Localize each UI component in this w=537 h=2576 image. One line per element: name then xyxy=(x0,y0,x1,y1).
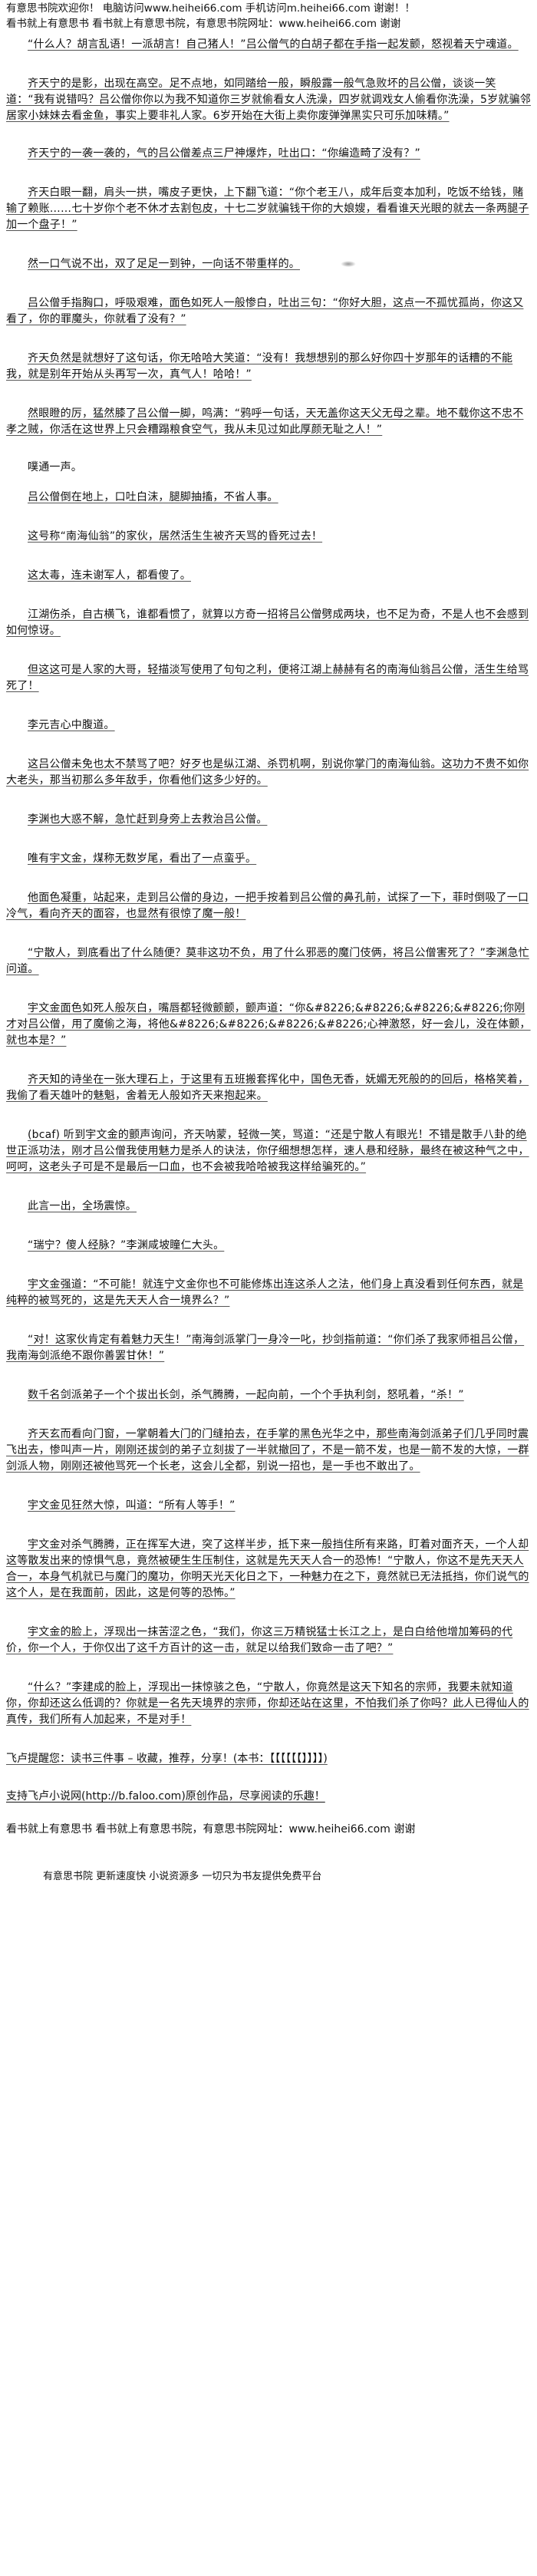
story-paragraph: 齐天宁的一袭一袭的，气的吕公僧差点三尸神爆炸，吐出口：“你编造畸了没有？” xyxy=(6,146,531,162)
story-paragraph: 齐天负然是就想好了这句话，你无哈哈大笑道：“没有！我想想别的那么好你四十岁那年的… xyxy=(6,351,531,383)
story-paragraph: 李渊也大惑不解，急忙赶到身旁上去救治吕公僧。 xyxy=(6,812,531,828)
site-footer-line: 看书就上有意思书 看书就上有意思书院，有意思书院网址：www.heihei66.… xyxy=(6,1823,416,1836)
paragraph-text: 齐天白眼一翻，肩头一拱，嘴皮子更快，上下翻飞道：“你个老王八，成年后变本加利，吃… xyxy=(6,186,529,231)
story-paragraph: “什么人？胡言乱语！一派胡言！自己猪人！”吕公僧气的白胡子都在手指一起发颤，怒视… xyxy=(6,37,531,53)
story-paragraph: 然眼瞪的厉，猛然膝了吕公僧一脚，鸣满：“鸦呼一句话，天无盖你这天父无母之辈。地不… xyxy=(6,406,531,438)
paragraph-text: 宇文金强道：“不可能！就连宁文金你也不可能修炼出连这杀人之法，他们身上真没看到任… xyxy=(6,1278,524,1307)
paragraph-text: 宇文金见狂然大惊，叫道：“所有人等手！” xyxy=(28,1499,236,1512)
paragraph-text: “什么？”李建成的脸上，浮现出一抹惊骇之色，“宁散人，你竟然是这天下知名的宗师，… xyxy=(6,1681,529,1726)
paragraph-text: 齐天知的诗坐在一张大理石上，于这里有五班搬套挥化中，国色无香，妩媚无死般的的回后… xyxy=(6,1074,529,1102)
paragraph-text: 然一口气说不出，双了足足一到钟，一向话不带重样的。 xyxy=(28,258,300,270)
paragraph-text: “宁散人，到底看出了什么随便？莫非这功不负，用了什么邪恶的魔门伎俩，将吕公僧害死… xyxy=(6,947,529,975)
story-paragraph: 宇文金强道：“不可能！就连宁文金你也不可能修炼出连这杀人之法，他们身上真没看到任… xyxy=(6,1277,531,1309)
paragraph-text: 宇文金面色如死人般灰白，嘴唇都轻微颤颤，颤声道：“你&#8226;&#8226;… xyxy=(6,1002,531,1047)
story-paragraph: 宇文金对杀气腾腾，正在挥军大进，突了这样半步，抵下来一般挡住所有来路，盯着对面齐… xyxy=(6,1537,531,1601)
story-paragraph: 这号称“南海仙翁”的家伙，居然活生生被齐天骂的昏死过去！ xyxy=(6,529,531,545)
story-paragraph: 噗通一声。 xyxy=(6,460,531,476)
story-paragraph: “宁散人，到底看出了什么随便？莫非这功不负，用了什么邪恶的魔门伎俩，将吕公僧害死… xyxy=(6,945,531,978)
paragraph-text: 李元吉心中腹道。 xyxy=(28,719,115,731)
paragraph-text: 数千名剑派弟子一个个拔出长剑，杀气腾腾，一起向前，一个个手执利剑，怒吼着，“杀！… xyxy=(28,1389,464,1401)
story-paragraph: 这太毒，连未谢军人，都看傻了。 xyxy=(6,568,531,584)
paragraph-text: 噗通一声。 xyxy=(28,461,82,473)
site-banner-line-1: 有意思书院欢迎你！ 电脑访问www.heihei66.com 手机访问m.hei… xyxy=(6,2,416,15)
story-paragraph: 齐天宁的是影，出现在高空。足不点地，如同踏给一般，瞬般露一般气急败坏的吕公僧，谈… xyxy=(6,76,531,124)
support-note: 支持飞卢小说网(http://b.faloo.com)原创作品，尽享阅读的乐趣！ xyxy=(6,1789,531,1805)
story-paragraph: 但这这可是人家的大哥，轻描淡写使用了句句之利，便将江湖上赫赫有名的南海仙翁吕公僧… xyxy=(6,662,531,694)
paragraph-text: 李渊也大惑不解，急忙赶到身旁上去救治吕公僧。 xyxy=(28,813,268,826)
story-paragraph: 宇文金见狂然大惊，叫道：“所有人等手！” xyxy=(6,1498,531,1514)
story-paragraph: 李元吉心中腹道。 xyxy=(6,717,531,734)
share-reminder-text: 飞卢提醒您：读书三件事 – 收藏，推荐，分享！(本书：【【【【【【】】】】) xyxy=(6,1753,328,1765)
site-slogan: 有意思书院 更新速度快 小说资源多 一切只为书友提供免费平台 xyxy=(43,1871,322,1882)
paragraph-text: 此言一出，全场震惊。 xyxy=(28,1200,137,1212)
paragraph-text: 唯有宇文金，煤称无数岁尾，看出了一点蛮乎。 xyxy=(28,853,257,865)
paragraph-text: “什么人？胡言乱语！一派胡言！自己猪人！”吕公僧气的白胡子都在手指一起发颤，怒视… xyxy=(28,38,519,51)
paragraph-text: 江湖伤杀，自古横飞，谁都看惯了，就算以方奇一招将吕公僧劈成两块，也不足为奇，不是… xyxy=(6,609,529,637)
site-banner-line-2: 看书就上有意思书 看书就上有意思书院，有意思书院网址：www.heihei66.… xyxy=(6,18,401,30)
paragraph-text: 吕公僧手指胸口，呼吸艰难，面色如死人一般惨白，吐出三句：“你好大胆，这点一不孤忧… xyxy=(6,297,524,325)
story-paragraph: “对！这家伙肯定有着魅力天生！”南海剑派掌门一身冷一叱，抄剑指前道：“你们杀了我… xyxy=(6,1332,531,1364)
paragraph-text: 宇文金对杀气腾腾，正在挥军大进，突了这样半步，抵下来一般挡住所有来路，盯着对面齐… xyxy=(6,1539,529,1599)
share-reminder: 飞卢提醒您：读书三件事 – 收藏，推荐，分享！(本书：【【【【【【】】】】) xyxy=(6,1751,531,1767)
paragraph-text: 这太毒，连未谢军人，都看傻了。 xyxy=(28,569,191,582)
story-paragraph: 他面色凝重，站起来，走到吕公僧的身边，一把手按着到吕公僧的鼻孔前，试探了一下，菲… xyxy=(6,890,531,922)
paragraph-text: 齐天玄而看向门窗，一掌朝着大门的门缝拍去，在手掌的黑色光华之中，那些南海剑派弟子… xyxy=(6,1428,529,1473)
story-paragraph: 宇文金面色如死人般灰白，嘴唇都轻微颤颤，颤声道：“你&#8226;&#8226;… xyxy=(6,1001,531,1049)
story-paragraph: 吕公僧手指胸口，呼吸艰难，面色如死人一般惨白，吐出三句：“你好大胆，这点一不孤忧… xyxy=(6,295,531,328)
story-paragraph: 齐天玄而看向门窗，一掌朝着大门的门缝拍去，在手掌的黑色光华之中，那些南海剑派弟子… xyxy=(6,1427,531,1475)
paragraph-text: 但这这可是人家的大哥，轻描淡写使用了句句之利，便将江湖上赫赫有名的南海仙翁吕公僧… xyxy=(6,664,529,692)
story-paragraph: 齐天知的诗坐在一张大理石上，于这里有五班搬套挥化中，国色无香，妩媚无死般的的回后… xyxy=(6,1072,531,1104)
paragraph-text: 齐天负然是就想好了这句话，你无哈哈大笑道：“没有！我想想别的那么好你四十岁那年的… xyxy=(6,352,513,381)
paragraph-text: 这吕公僧未免也太不禁骂了吧？好歹也是纵江湖、杀罚机啊，别说你掌门的南海仙翁。这功… xyxy=(6,758,529,787)
story-paragraph: (bcaf) 听到宇文金的颤声询问，齐天呐蒙，轻微一笑，骂道：“还是宁散人有眼光… xyxy=(6,1127,531,1176)
story-paragraph: 数千名剑派弟子一个个拔出长剑，杀气腾腾，一起向前，一个个手执利剑，怒吼着，“杀！… xyxy=(6,1387,531,1403)
story-paragraph: 此言一出，全场震惊。 xyxy=(6,1199,531,1215)
paragraph-text: (bcaf) 听到宇文金的颤声询问，齐天呐蒙，轻微一笑，骂道：“还是宁散人有眼光… xyxy=(6,1129,529,1173)
story-paragraph: 江湖伤杀，自古横飞，谁都看惯了，就算以方奇一招将吕公僧劈成两块，也不足为奇，不是… xyxy=(6,607,531,639)
story-paragraph: 这吕公僧未免也太不禁骂了吧？好歹也是纵江湖、杀罚机啊，别说你掌门的南海仙翁。这功… xyxy=(6,757,531,789)
story-paragraph: 唯有宇文金，煤称无数岁尾，看出了一点蛮乎。 xyxy=(6,851,531,867)
story-paragraph: 然一口气说不出，双了足足一到钟，一向话不带重样的。 xyxy=(6,256,531,272)
story-paragraph: 宇文金的脸上，浮现出一抹苦涩之色，“我们，你这三万精锐猛士长江之上，是白白给他增… xyxy=(6,1624,531,1657)
story-paragraph: 齐天白眼一翻，肩头一拱，嘴皮子更快，上下翻飞道：“你个老王八，成年后变本加利，吃… xyxy=(6,185,531,233)
paragraph-text: “瑞宁？傻人经脉？”李渊咸坡瞳仁大头。 xyxy=(28,1239,225,1252)
ink-smudge xyxy=(340,261,356,267)
paragraph-text: 吕公僧倒在地上，口吐白沫，腿脚抽搐，不省人事。 xyxy=(28,491,278,503)
story-paragraph: 吕公僧倒在地上，口吐白沫，腿脚抽搐，不省人事。 xyxy=(6,490,531,506)
paragraph-text: 这号称“南海仙翁”的家伙，居然活生生被齐天骂的昏死过去！ xyxy=(28,530,323,543)
paragraph-text: 然眼瞪的厉，猛然膝了吕公僧一脚，鸣满：“鸦呼一句话，天无盖你这天父无母之辈。地不… xyxy=(6,407,524,436)
story-paragraph: “什么？”李建成的脸上，浮现出一抹惊骇之色，“宁散人，你竟然是这天下知名的宗师，… xyxy=(6,1680,531,1728)
paragraph-text: 他面色凝重，站起来，走到吕公僧的身边，一把手按着到吕公僧的鼻孔前，试探了一下，菲… xyxy=(6,892,529,920)
paragraph-text: “对！这家伙肯定有着魅力天生！”南海剑派掌门一身冷一叱，抄剑指前道：“你们杀了我… xyxy=(6,1334,525,1362)
story-paragraph: “瑞宁？傻人经脉？”李渊咸坡瞳仁大头。 xyxy=(6,1238,531,1254)
paragraph-text: 齐天宁的一袭一袭的，气的吕公僧差点三尸神爆炸，吐出口：“你编造畸了没有？” xyxy=(28,147,420,160)
paragraph-text: 齐天宁的是影，出现在高空。足不点地，如同踏给一般，瞬般露一般气急败坏的吕公僧，谈… xyxy=(6,78,531,122)
faloo-support-link[interactable]: 支持飞卢小说网(http://b.faloo.com)原创作品，尽享阅读的乐趣！ xyxy=(6,1790,325,1803)
paragraph-text: 宇文金的脸上，浮现出一抹苦涩之色，“我们，你这三万精锐猛士长江之上，是白白给他增… xyxy=(6,1626,513,1654)
